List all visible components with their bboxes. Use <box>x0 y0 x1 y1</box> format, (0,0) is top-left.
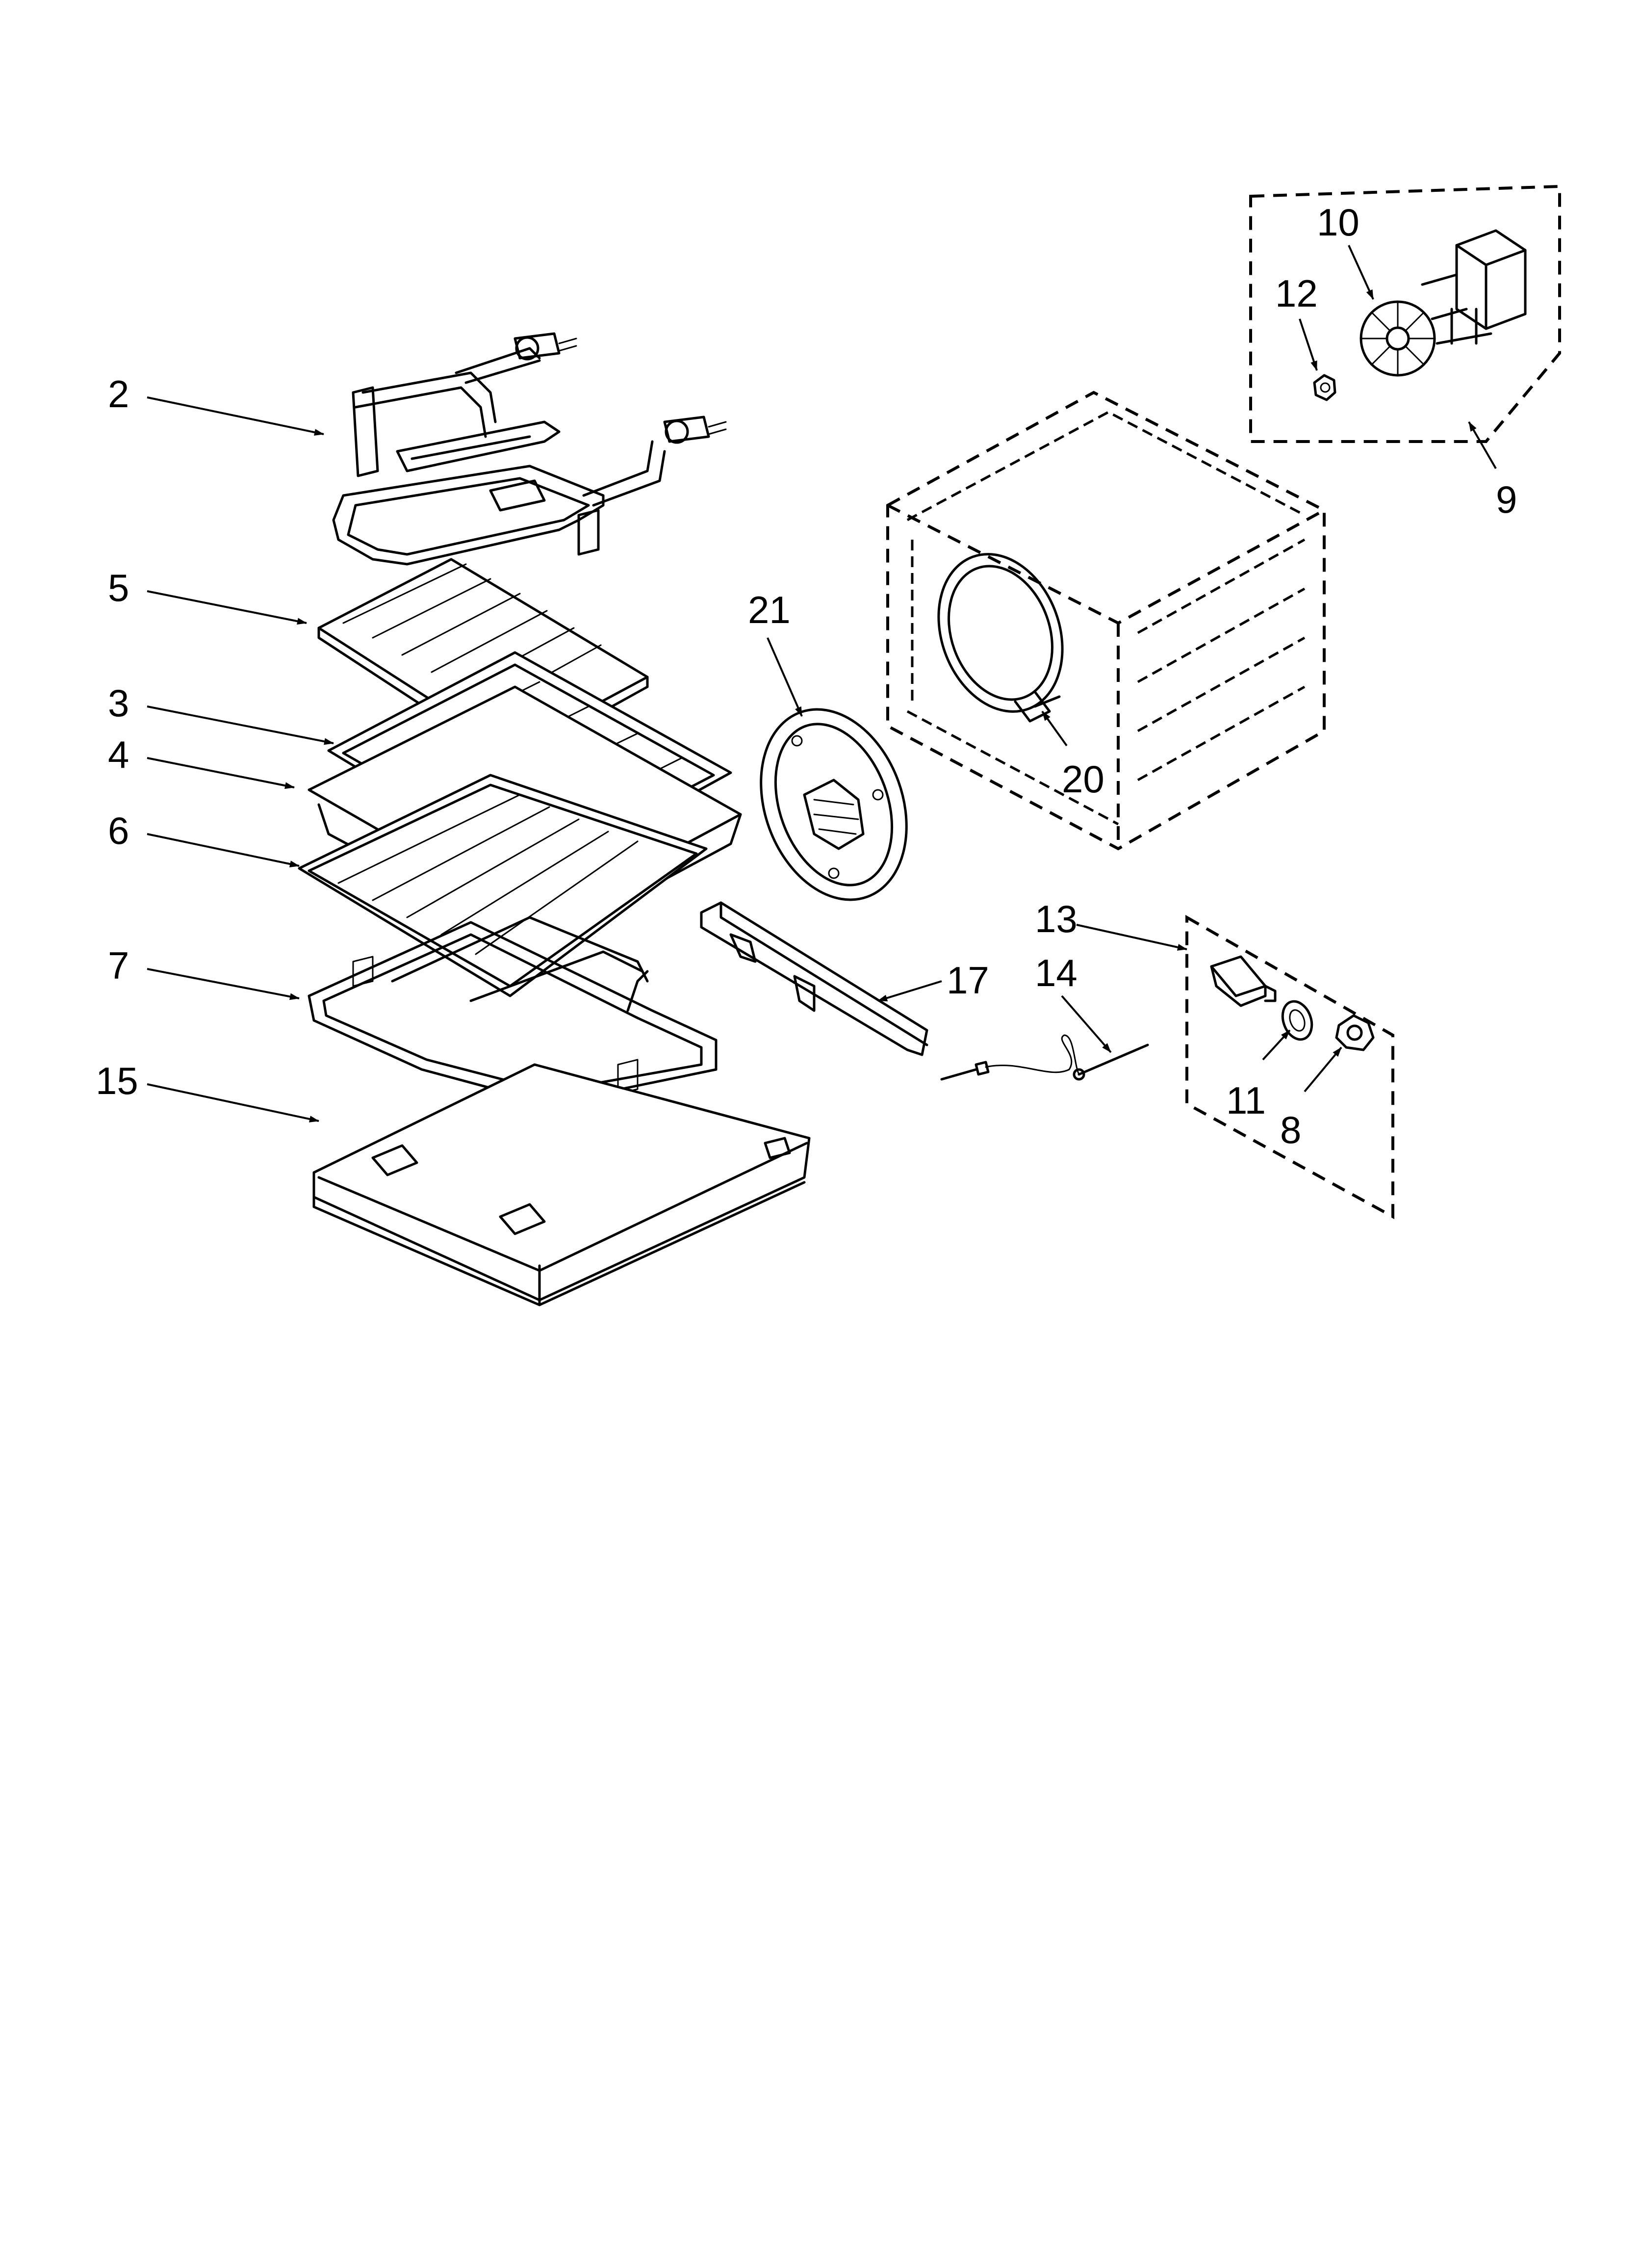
callout-3: 3 <box>108 681 129 725</box>
leader-15 <box>147 1083 319 1122</box>
leader-20 <box>1041 710 1068 747</box>
leader-21 <box>767 637 803 717</box>
callout-20: 20 <box>1062 757 1104 801</box>
leader-12 <box>1299 318 1318 371</box>
callout-labels: 2 5 3 4 6 7 15 21 20 17 13 14 11 8 10 12… <box>96 201 1517 1151</box>
meat-probe <box>940 1034 1149 1081</box>
leader-10 <box>1348 245 1374 300</box>
leader-4 <box>147 757 295 789</box>
leader-6 <box>147 833 300 867</box>
callout-15: 15 <box>96 1059 138 1102</box>
fan-blade <box>1360 300 1436 377</box>
leader-lines <box>147 245 1497 1122</box>
callout-14: 14 <box>1035 951 1078 994</box>
star-washer <box>1281 1000 1313 1041</box>
bake-element-upper <box>332 332 727 566</box>
bake-element-lower <box>308 916 718 1105</box>
leader-7 <box>147 968 300 1000</box>
leader-17 <box>877 980 942 1002</box>
callout-4: 4 <box>108 733 129 776</box>
callout-2: 2 <box>108 372 129 416</box>
oven-bottom-tray <box>312 1063 811 1306</box>
convection-fan-motor-group <box>1249 184 1561 443</box>
callout-10: 10 <box>1317 201 1360 244</box>
callout-17: 17 <box>947 959 989 1002</box>
oven-cavity <box>886 391 1326 851</box>
callout-7: 7 <box>108 944 129 987</box>
probe-receptacle <box>1210 955 1277 1007</box>
convection-fan-baffle <box>760 708 908 901</box>
callout-13: 13 <box>1035 897 1078 940</box>
hex-nut-lower <box>1335 1014 1375 1051</box>
callout-11: 11 <box>1226 1079 1266 1122</box>
fan-nut <box>1313 374 1336 401</box>
probe-receptacle-group <box>1185 914 1394 1220</box>
callout-5: 5 <box>108 566 129 609</box>
callout-8: 8 <box>1280 1108 1301 1151</box>
leader-5 <box>147 590 307 625</box>
leader-3 <box>147 705 334 745</box>
leader-8 <box>1304 1046 1342 1093</box>
leader-13 <box>1076 924 1187 951</box>
convection-element <box>937 553 1064 723</box>
leader-11 <box>1262 1029 1291 1061</box>
leader-2 <box>147 396 324 436</box>
bracket-rail <box>700 901 928 1056</box>
leader-14 <box>1061 995 1112 1053</box>
fan-motor <box>1421 229 1527 345</box>
callout-9: 9 <box>1496 478 1517 521</box>
callout-12: 12 <box>1275 272 1318 315</box>
leader-9 <box>1468 421 1497 469</box>
callout-21: 21 <box>748 588 791 631</box>
callout-6: 6 <box>108 809 129 852</box>
